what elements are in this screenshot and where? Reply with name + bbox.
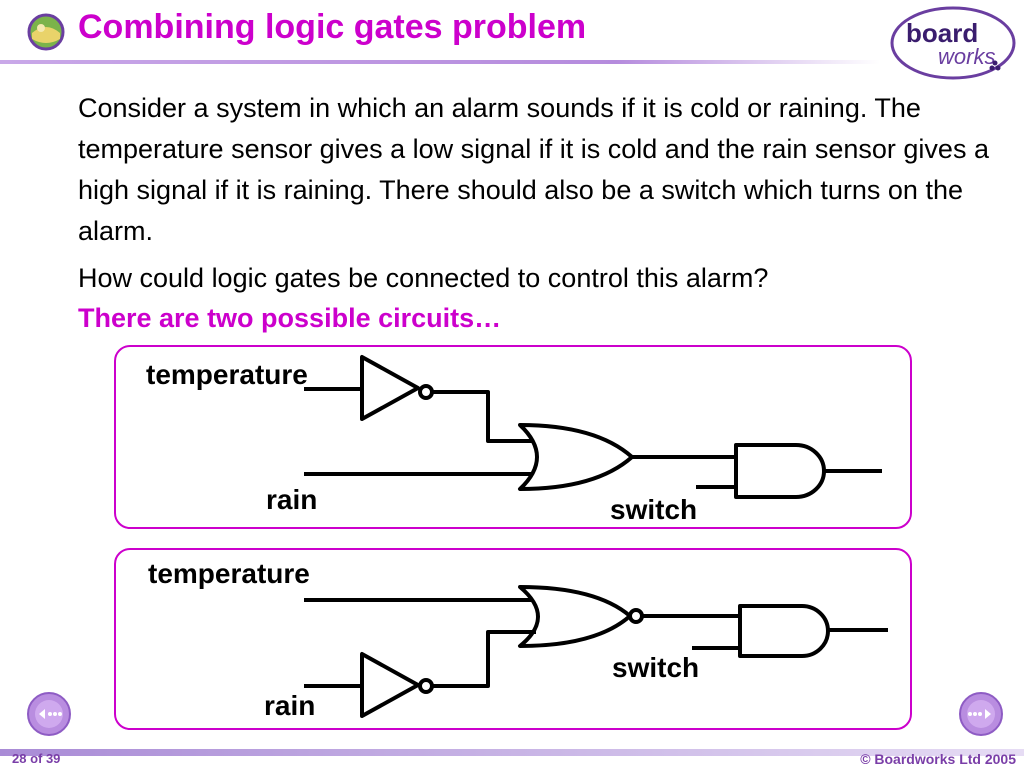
next-slide-button[interactable] bbox=[958, 691, 1004, 737]
page-title: Combining logic gates problem bbox=[78, 8, 587, 46]
problem-description: Consider a system in which an alarm soun… bbox=[78, 93, 989, 246]
and-gate bbox=[734, 443, 826, 499]
nor-bubble bbox=[628, 608, 644, 624]
circuit-diagram-2 bbox=[304, 585, 888, 718]
prev-arrow-icon bbox=[39, 709, 62, 719]
circuit-panel-2: temperature rain switch bbox=[114, 548, 912, 730]
question-text: How could logic gates be connected to co… bbox=[78, 263, 769, 293]
boardworks-logo: board works bbox=[890, 6, 1016, 80]
switch-label: switch bbox=[610, 494, 698, 525]
or-gate bbox=[518, 423, 634, 491]
circuit-panel-1: temperature rain switch bbox=[114, 345, 912, 529]
circuit-diagram-1 bbox=[304, 355, 882, 499]
next-arrow-icon bbox=[968, 709, 991, 719]
footer-bar bbox=[0, 749, 1024, 756]
not-gate bbox=[360, 652, 420, 718]
prev-slide-button[interactable] bbox=[26, 691, 72, 737]
svg-text:works: works bbox=[938, 44, 995, 69]
rain-label: rain bbox=[266, 484, 318, 515]
not-bubble bbox=[418, 384, 434, 400]
not-bubble bbox=[418, 678, 434, 694]
copyright: © Boardworks Ltd 2005 bbox=[860, 751, 1016, 767]
highlight-text: There are two possible circuits… bbox=[78, 303, 502, 333]
page-number: 28 of 39 bbox=[12, 751, 61, 766]
rain-label: rain bbox=[264, 690, 316, 721]
title-divider bbox=[0, 60, 880, 64]
temperature-label: temperature bbox=[148, 558, 310, 589]
globe-icon bbox=[27, 13, 65, 51]
svg-text:board: board bbox=[906, 18, 978, 48]
switch-label: switch bbox=[612, 652, 700, 683]
and-gate bbox=[738, 604, 830, 658]
temperature-label: temperature bbox=[146, 359, 308, 390]
or-gate bbox=[518, 585, 632, 648]
not-gate bbox=[360, 355, 420, 421]
